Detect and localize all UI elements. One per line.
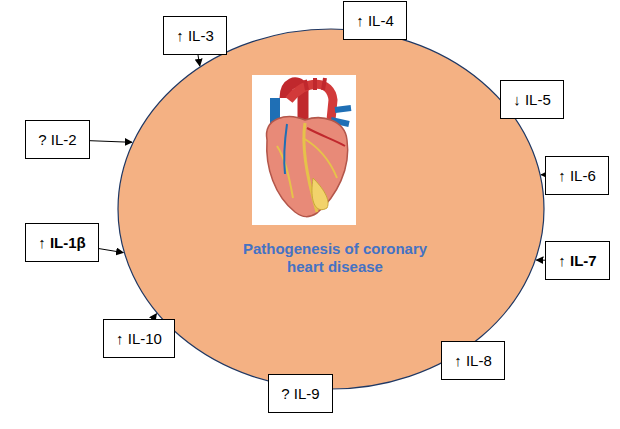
cytokine-box: ↑ IL-7 <box>545 241 610 280</box>
cytokine-label: ? IL-2 <box>38 131 76 149</box>
ellipse-outline <box>117 28 545 390</box>
arrow-connector <box>536 260 545 261</box>
cytokine-label: ↑ IL-4 <box>356 12 394 30</box>
cytokine-label: ↑ IL-3 <box>176 27 214 45</box>
arrow-connector <box>99 249 123 253</box>
cytokine-box: ↑ IL-10 <box>103 319 175 358</box>
arrow-connector <box>90 141 132 143</box>
cytokine-box: ↑ IL-3 <box>163 16 227 55</box>
cytokine-box: ↑ IL-4 <box>343 1 407 40</box>
ellipse-node: Pathogenesis of coronary heart disease <box>117 28 545 390</box>
center-label: Pathogenesis of coronary heart disease <box>225 240 445 276</box>
cytokine-label: ↑ IL-6 <box>558 167 596 185</box>
cytokine-label: ↑ IL-8 <box>454 352 492 370</box>
cytokine-label: ↑ IL-10 <box>116 330 162 348</box>
arrow-connector <box>198 55 200 66</box>
cytokine-label: ↑ IL-1β <box>38 234 86 252</box>
cytokine-box: ↑ IL-8 <box>441 341 505 380</box>
cytokine-label: ↓ IL-5 <box>513 91 551 109</box>
heart-illustration <box>252 75 356 225</box>
cytokine-box: ↓ IL-5 <box>500 80 564 119</box>
cytokine-box: ? IL-9 <box>268 374 333 413</box>
cytokine-box: ↑ IL-6 <box>545 156 609 195</box>
cytokine-box: ↑ IL-1β <box>25 223 99 262</box>
cytokine-label: ? IL-9 <box>281 385 319 403</box>
cytokine-box: ? IL-2 <box>25 120 90 159</box>
cytokine-label: ↑ IL-7 <box>558 252 596 270</box>
